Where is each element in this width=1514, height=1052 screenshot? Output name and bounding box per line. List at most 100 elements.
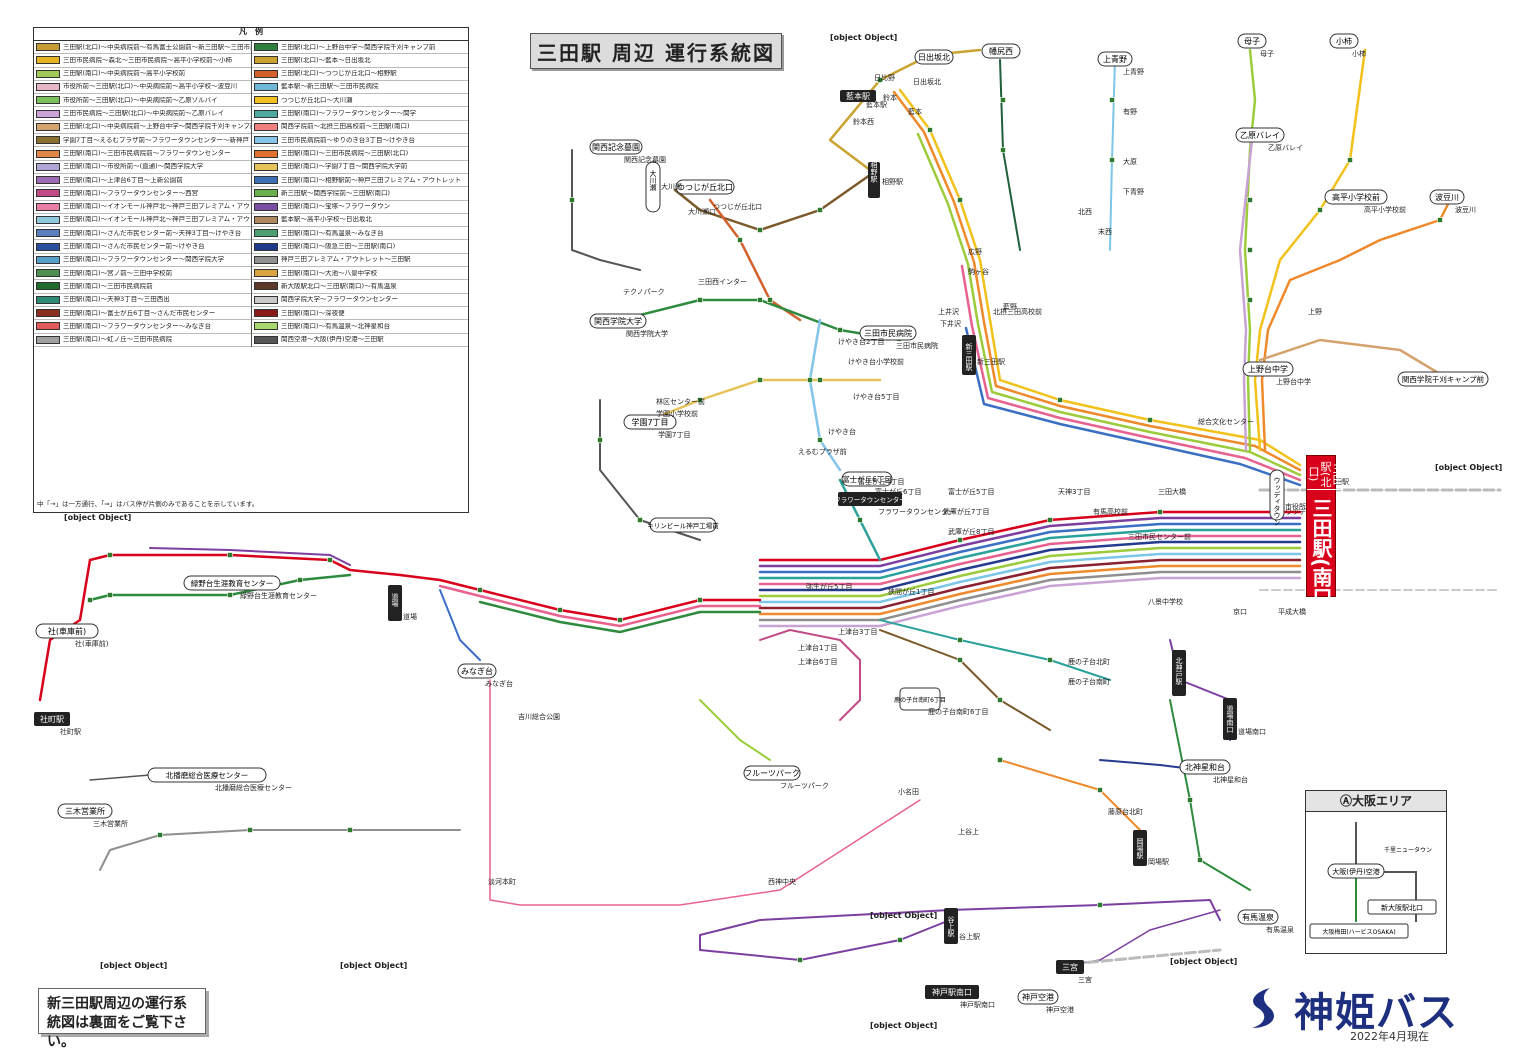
- route-color-swatch: [254, 96, 278, 105]
- terminal-aimoto[interactable]: 藍本駅: [840, 90, 876, 102]
- route-kaminotsu: [759, 629, 861, 721]
- legend-right-row: 関西学院前～北摂三田高校前～三田駅(南口): [252, 121, 468, 135]
- terminal-uenodai[interactable]: 上野台中学: [1242, 361, 1294, 377]
- svg-text:関西学院千刈キャンプ前: 関西学院千刈キャンプ前: [1402, 374, 1485, 384]
- terminal-hidesaka[interactable]: 日出坂北: [914, 49, 954, 65]
- map-title: 三田駅 周辺 運行系統図: [530, 33, 782, 69]
- route-color-swatch: [254, 83, 278, 92]
- bus-stop-dot: [927, 127, 933, 133]
- legend-right-row: つつじが丘北口～大川瀬: [252, 94, 468, 108]
- route-color-swatch: [254, 216, 278, 224]
- direction-sannomiya: [object Object]: [340, 961, 407, 970]
- svg-text:幡尻西: 幡尻西: [989, 46, 1013, 56]
- route-description: 三田駅(南口)～イオンモール神戸北～神戸三田プレミアム・アウトレット: [63, 203, 251, 211]
- terminal-kanrin-camp[interactable]: 関西学院千刈キャンプ前: [1397, 371, 1489, 387]
- legend-right-row: 関西学院大学～フラワータウンセンター: [252, 294, 468, 307]
- route-color-swatch: [36, 69, 60, 78]
- legend-note: 中「→」は一方通行、「⇒」はバス停が片側のみであることを示しています。: [37, 499, 259, 508]
- terminal-kitaharima[interactable]: 北播磨総合医療センター: [147, 767, 267, 783]
- terminal-arima[interactable]: 有馬温泉: [1237, 909, 1279, 925]
- terminal-midorinodai[interactable]: 緑野台生涯教育センター: [183, 575, 281, 591]
- terminal-okaba[interactable]: 岡場駅: [1133, 830, 1147, 866]
- terminal-sanda-hospital[interactable]: 三田市民病院: [859, 325, 917, 341]
- legend-left-row: 市役所前～三田駅(北口)～中央病院前～高平小学校～波豆川: [34, 81, 251, 95]
- terminal-hozugawa[interactable]: 波豆川: [1429, 189, 1465, 205]
- direction-himeji: [object Object]: [870, 1021, 937, 1030]
- route-description: 三田駅(南口)～富士が丘6丁目～さんだ市民センター: [63, 309, 216, 317]
- terminal-tsutsujigaoka[interactable]: つつじが丘北口: [675, 179, 735, 195]
- route-description: 三田駅(南口)～天神3丁目～三田西出: [63, 296, 170, 304]
- terminal-kobe-station[interactable]: 神戸駅南口: [925, 985, 979, 999]
- stop-label: 藍野: [1003, 302, 1017, 311]
- route-description: 三田市民病院前～ゆりのき台3丁目～けやき台: [281, 136, 415, 144]
- osaka-stop-itami[interactable]: [1327, 863, 1385, 879]
- terminal-flowertown[interactable]: フラワータウンセンター: [834, 492, 906, 506]
- stop-label: 三木営業所: [93, 819, 128, 828]
- route-description: 三田市民病院～森北～三田市民病院～高平小学校前～小柿: [63, 56, 232, 64]
- terminal-dojo-minamiguchi[interactable]: 道場南口: [1223, 698, 1237, 740]
- terminal-woodytown[interactable]: ウッディタウン: [1269, 469, 1285, 526]
- terminal-miki[interactable]: 三木営業所: [57, 803, 113, 819]
- terminal-okawase[interactable]: 大川瀬: [645, 161, 661, 213]
- osaka-stop-shin-osaka[interactable]: [1367, 899, 1437, 915]
- terminal-aino[interactable]: 相野駅: [868, 161, 880, 198]
- stop-label: 藤原台北町: [1108, 807, 1143, 816]
- terminal-kirin[interactable]: キリンビール神戸工場前: [647, 517, 719, 533]
- terminal-dojo[interactable]: 道場: [388, 585, 402, 621]
- route-description: 三田駅(北口)～中央病院前～有馬富士公園前～新三田駅～三田市民病院: [63, 43, 251, 51]
- terminal-kitakobe[interactable]: 北神戸駅: [1172, 650, 1186, 696]
- route-description: 三田駅(南口)～学園7丁目～関西学院大学前: [281, 163, 408, 171]
- stop-label: みなぎ台: [485, 679, 513, 688]
- stop-label: 北摂三田高校前: [993, 307, 1042, 316]
- sanda-station-marker[interactable]: 三田駅(北口) 三田駅(南口): [1306, 455, 1344, 616]
- stop-label: テクノパーク: [623, 288, 665, 296]
- terminal-ohara-valley[interactable]: 乙原バレイ: [1235, 127, 1285, 143]
- stop-label: 鹿の子台南町6丁目: [928, 707, 988, 716]
- terminal-yashiro-station[interactable]: 社町駅: [34, 712, 70, 726]
- terminal-kanokodai[interactable]: 鹿の子台南町6丁目: [894, 687, 946, 711]
- bus-stop-dot: [957, 657, 963, 663]
- bus-stop-dot: [837, 327, 843, 333]
- terminal-kansai-kinen[interactable]: 関西記念墓園: [589, 139, 643, 155]
- terminal-shiyakusho[interactable]: [1267, 465, 1281, 515]
- osaka-stop-umeda[interactable]: [1309, 923, 1409, 939]
- osaka-stop-senri-label: 千里ニュータウン: [1384, 846, 1432, 854]
- terminal-takahira[interactable]: 高平小学校前: [1324, 189, 1388, 205]
- terminal-tanigami[interactable]: 谷上駅: [944, 908, 958, 944]
- route-miki: [99, 829, 461, 871]
- terminal-kamiaono[interactable]: 上青野: [1097, 51, 1133, 67]
- terminal-kogaki[interactable]: 小柿: [1329, 33, 1359, 49]
- route-color-swatch: [254, 255, 278, 264]
- route-west-main: [348, 568, 762, 622]
- stop-label: けやき台: [828, 427, 856, 436]
- route-yokawa: [489, 679, 921, 906]
- stop-label: 三田市民センター前: [1128, 532, 1191, 541]
- route-color-swatch: [254, 282, 278, 291]
- terminal-boshi[interactable]: 母子: [1237, 33, 1267, 49]
- stop-label: 鈴本: [883, 93, 897, 102]
- terminal-kangaku[interactable]: 関西学院大学: [589, 313, 647, 329]
- bus-stop-dot: [817, 437, 823, 443]
- terminal-fujigaoka6[interactable]: 富士が丘6丁目: [841, 471, 893, 487]
- bus-stop-dot: [1147, 417, 1153, 423]
- terminal-fruitpark[interactable]: フルーツパーク: [743, 765, 801, 781]
- legend-right-row: 三田駅(北口)～藍本～日出坂北: [252, 54, 468, 68]
- route-to-kogaki: [1253, 48, 1367, 452]
- stop-label: 相野駅: [882, 177, 903, 186]
- terminal-hokushin-seiwadai[interactable]: 北神星和台: [1179, 759, 1231, 775]
- terminal-hatajiri[interactable]: 幡尻西: [981, 43, 1021, 59]
- route-keyakidai: [808, 318, 842, 472]
- legend-left-row: 市役所前～三田駅(北口)～中央病院前～乙原ゾルバイ: [34, 94, 251, 108]
- terminal-kobe-airport[interactable]: 神戸空港: [1017, 989, 1059, 1005]
- bus-stop-dot: [697, 597, 703, 603]
- svg-text:谷上駅: 谷上駅: [947, 915, 955, 938]
- bus-stop-dot: [247, 827, 253, 833]
- bus-stop-dot: [697, 397, 703, 403]
- terminal-shin-sanda[interactable]: 新三田駅: [962, 335, 976, 375]
- terminal-yashiro[interactable]: 社(車庫前): [35, 623, 99, 639]
- terminal-sannomiya[interactable]: 三宮: [1056, 960, 1084, 974]
- terminal-gakuen7[interactable]: 学園7丁目: [623, 414, 677, 430]
- route-description: つつじが丘北口～大川瀬: [281, 96, 353, 104]
- sanda-station-north-label: 三田駅(北口): [1307, 456, 1344, 490]
- terminal-minagidai[interactable]: みなぎ台: [457, 663, 497, 679]
